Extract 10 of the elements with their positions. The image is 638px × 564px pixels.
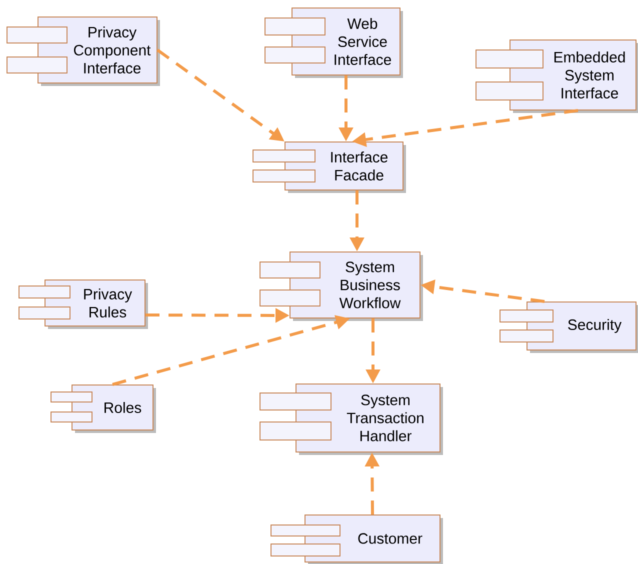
component-box: System Business Workflow bbox=[260, 252, 423, 321]
component-box: Privacy Component Interface bbox=[6, 16, 160, 86]
component-box: Embedded System Interface bbox=[476, 40, 638, 113]
component-box: Roles bbox=[50, 384, 156, 433]
component-box: Web Service Interface bbox=[264, 8, 403, 78]
component-box: Privacy Rules bbox=[18, 280, 148, 329]
component-box: Interface Facade bbox=[252, 142, 406, 193]
component-box: System Transaction Handler bbox=[260, 384, 443, 455]
component-box: Security bbox=[500, 302, 638, 353]
component-box: Customer bbox=[270, 514, 443, 564]
